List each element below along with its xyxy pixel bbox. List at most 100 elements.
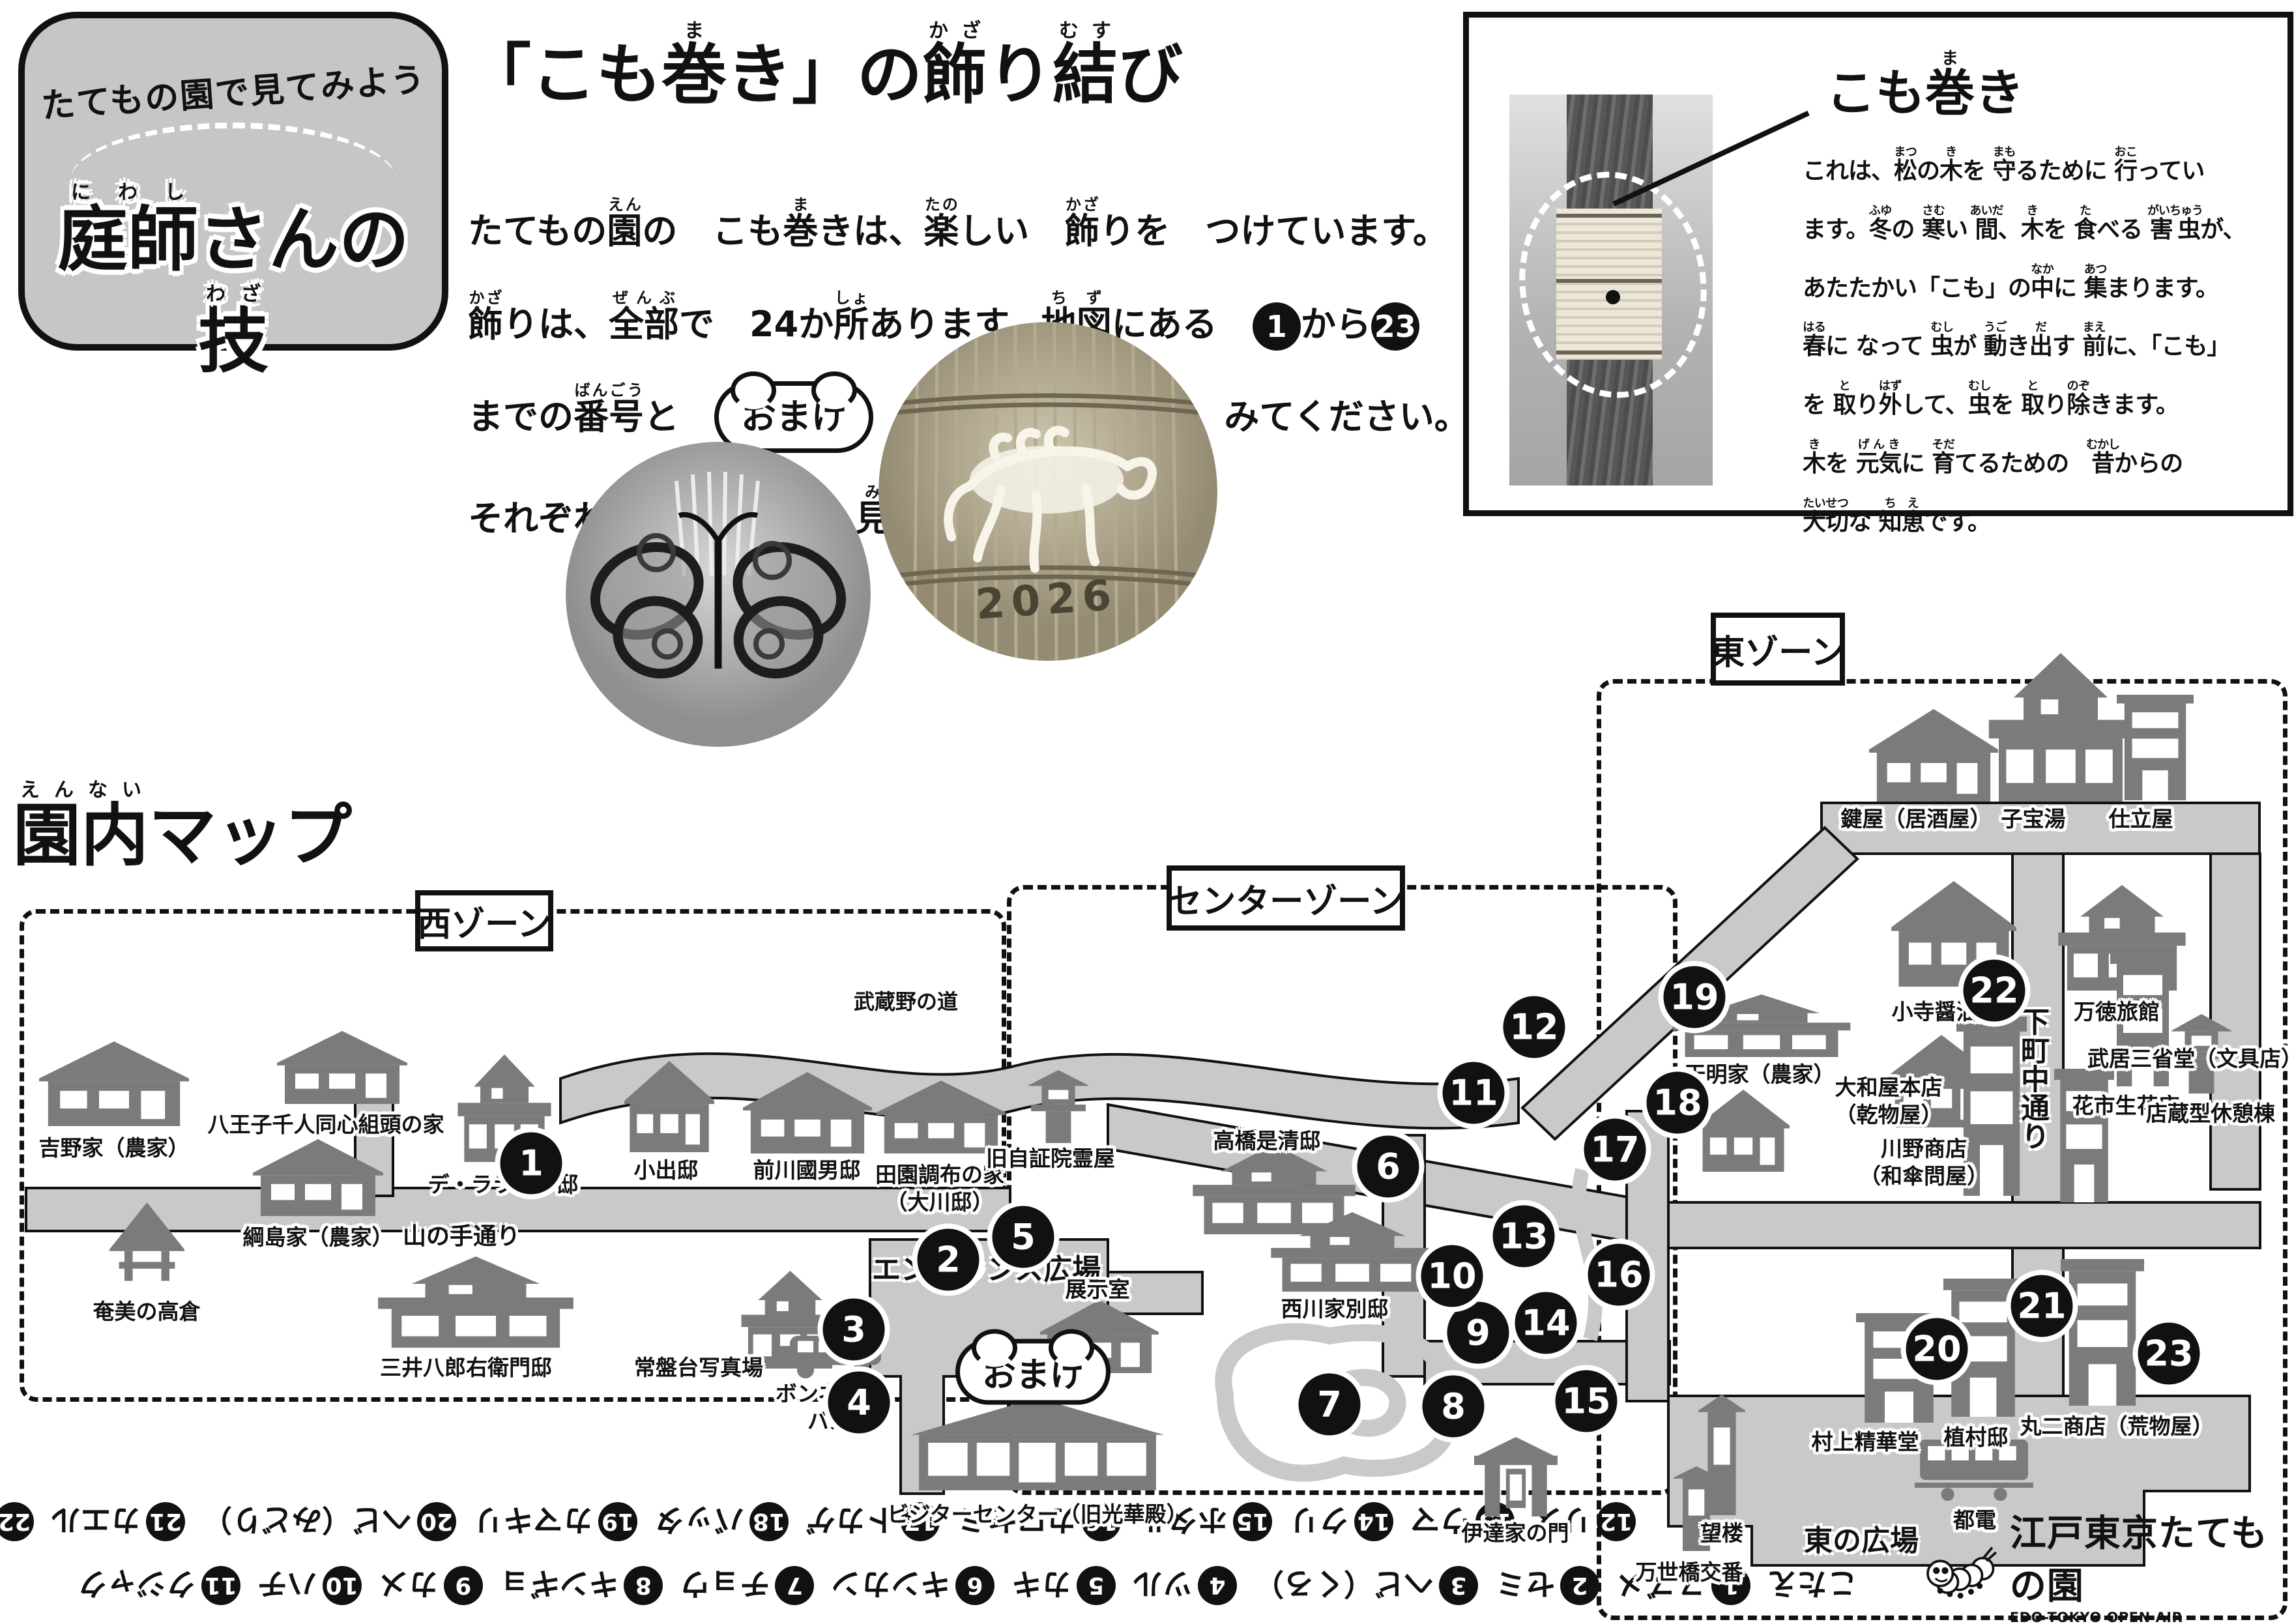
building-icon-望楼: [1696, 1395, 1748, 1515]
building-label-ビジターセンター（旧光華殿）: ビジターセンター（旧光華殿）: [887, 1501, 1188, 1527]
building-icon-武居三省堂（文具店）: [2110, 953, 2175, 1086]
komomaki-text: り: [2044, 392, 2067, 419]
logo-en: EDO-TOKYO OPEN AIR ARCHITECTURAL MUSEUM: [2009, 1610, 2183, 1624]
map-marker-10: 10: [1421, 1245, 1483, 1307]
komomaki-text: に なって: [1825, 333, 1931, 360]
komomaki-ruby: 松まつ: [1894, 145, 1917, 184]
map-marker-5: 5: [992, 1206, 1054, 1268]
komomaki-text: からの: [2114, 450, 2183, 477]
building-label-小出邸: 小出邸: [633, 1157, 699, 1183]
building-icon-extra-18: [1693, 1090, 1793, 1172]
building-icon-田園調布の家: [871, 1080, 1011, 1153]
komomaki-ruby: 育そだ: [1932, 437, 1955, 477]
komomaki-ruby: 虫むし: [1967, 379, 1992, 419]
building-label-望楼: 望楼: [1700, 1520, 1743, 1546]
map-marker-4: 4: [828, 1371, 890, 1434]
map-marker-15: 15: [1555, 1370, 1618, 1432]
building-icon-デ・ラランデ邸: [456, 1054, 553, 1162]
komomaki-ruby: 食た: [2074, 203, 2097, 243]
komomaki-line-2: ます。冬ふゆの 寒さむい 間あいだ、木きを 食たべる 害虫がいちゅうが、: [1803, 204, 2272, 248]
komomaki-text: これは、: [1803, 158, 1895, 184]
building-label-天明家（農家）: 天明家（農家）: [1684, 1062, 1835, 1087]
komomaki-title: こも巻まき: [1826, 49, 2024, 124]
museum-logo: 江戸東京たてもの園 EDO-TOKYO OPEN AIR ARCHITECTUR…: [1926, 1504, 2294, 1624]
komomaki-ruby: 春はる: [1803, 321, 1826, 360]
year-label: 2026: [974, 572, 1120, 630]
komomaki-text: ってい: [2137, 158, 2205, 184]
building-icon-小出邸: [620, 1061, 718, 1152]
road-label-エントランス広場: エントランス広場: [872, 1253, 1101, 1286]
komomaki-ruby: 行おこ: [2114, 145, 2138, 184]
intro-text: から: [1300, 303, 1371, 345]
map-marker-20: 20: [1906, 1318, 1968, 1380]
komomaki-line-5: を 取とり外はずして、虫むしを 取とり除のぞきます。: [1803, 379, 2272, 424]
building-icon-八王子千人同心組頭の家: [272, 1031, 413, 1104]
map-marker-7: 7: [1298, 1373, 1361, 1436]
komomaki-ruby: 外はず: [1878, 379, 1902, 419]
komomaki-title-ruby: 巻ま: [1925, 49, 1975, 122]
corner-badge: たてもの園で見てみよう 庭師にわしさんの技わざ: [18, 12, 448, 383]
building-icon-都電: [1915, 1437, 2033, 1501]
komomaki-ruby: 動うご: [1983, 321, 2007, 360]
building-icon-天明家（農家）: [1670, 994, 1853, 1057]
intro-text: の こも: [642, 210, 783, 252]
building-label-西川家別邸: 西川家別邸: [1281, 1296, 1389, 1322]
building-label-植村邸: 植村邸: [1943, 1425, 2009, 1450]
building-label-奄美の高倉: 奄美の高倉: [93, 1299, 201, 1324]
butterfly-photo: [566, 442, 871, 747]
badge-title-ruby: 技わざ: [197, 283, 269, 383]
zone-label-センターゾーン: センターゾーン: [1167, 865, 1405, 931]
komomaki-text: き: [2006, 333, 2030, 360]
komomaki-ruby: 間あいだ: [1969, 203, 2004, 243]
answer-key-label: こたえ: [1767, 1566, 1857, 1601]
building-icon-綱島家（農家）: [248, 1139, 388, 1216]
map-omake-cloud: おまけ: [955, 1329, 1111, 1405]
building-label-都電: 都電: [1953, 1507, 1996, 1533]
komomaki-photo: [1509, 94, 1713, 486]
page-title-text: 「こも: [466, 36, 661, 113]
map-marker-1: 1: [500, 1132, 562, 1195]
komomaki-ruby: 寒さむ: [1921, 203, 1945, 243]
map-heading-ruby: 園内えんない: [13, 779, 149, 875]
komomaki-text: ます。: [1803, 216, 1869, 243]
page-title-ruby: 巻ま: [661, 20, 727, 113]
road-label-下町中通り: 下町中通り: [2016, 1007, 2049, 1150]
intro-ruby: 番号ばんごう: [574, 381, 644, 438]
komomaki-ruby: 前まえ: [2082, 321, 2106, 360]
answer-item-22: 22トンボ: [0, 1500, 34, 1543]
komomaki-line-7: 大切たいせつな 知恵ちえです。: [1803, 497, 2272, 541]
intro-text: にある: [1111, 303, 1253, 345]
komomaki-text: が、: [2200, 216, 2246, 243]
building-label-万徳旅館: 万徳旅館: [2074, 999, 2160, 1024]
komomaki-ruby: 昔むかし: [2086, 437, 2120, 477]
building-label-子宝湯: 子宝湯: [2001, 806, 2066, 832]
komomaki-text: の: [1917, 158, 1940, 184]
badge-dashed-arc-decoration: [70, 123, 396, 239]
building-label-展示室: 展示室: [1065, 1277, 1130, 1302]
intro-line-1: たてもの園えんの こも巻まきは、楽たのしい 飾かざりを つけています。: [468, 196, 1459, 259]
rope-butterfly: [590, 512, 847, 679]
komomaki-ruby: 取と: [1833, 379, 1857, 419]
komomaki-ruby: 害虫がいちゅう: [2147, 203, 2203, 243]
komomaki-text: が: [1953, 333, 1984, 360]
komomaki-title-text: こも: [1826, 64, 1925, 122]
road-label-武蔵野の道: 武蔵野の道: [854, 989, 959, 1014]
komomaki-ruby: 冬ふゆ: [1868, 203, 1892, 243]
building-label-綱島家（農家）: 綱島家（農家）: [242, 1225, 394, 1250]
komomaki-ruby: 中なか: [2031, 262, 2054, 302]
caterpillar-mascot-icon: [1926, 1546, 1997, 1599]
map-marker-12: 12: [1503, 996, 1565, 1058]
komomaki-text: の: [1891, 216, 1922, 243]
komomaki-text: に: [2054, 274, 2084, 302]
page-title-ruby: 結むす: [1053, 20, 1118, 113]
building-label-田園調布の家: 田園調布の家（大川邸）: [875, 1162, 1004, 1215]
map-marker-13: 13: [1492, 1205, 1555, 1268]
inline-number-badge-1: 1: [1252, 302, 1301, 351]
